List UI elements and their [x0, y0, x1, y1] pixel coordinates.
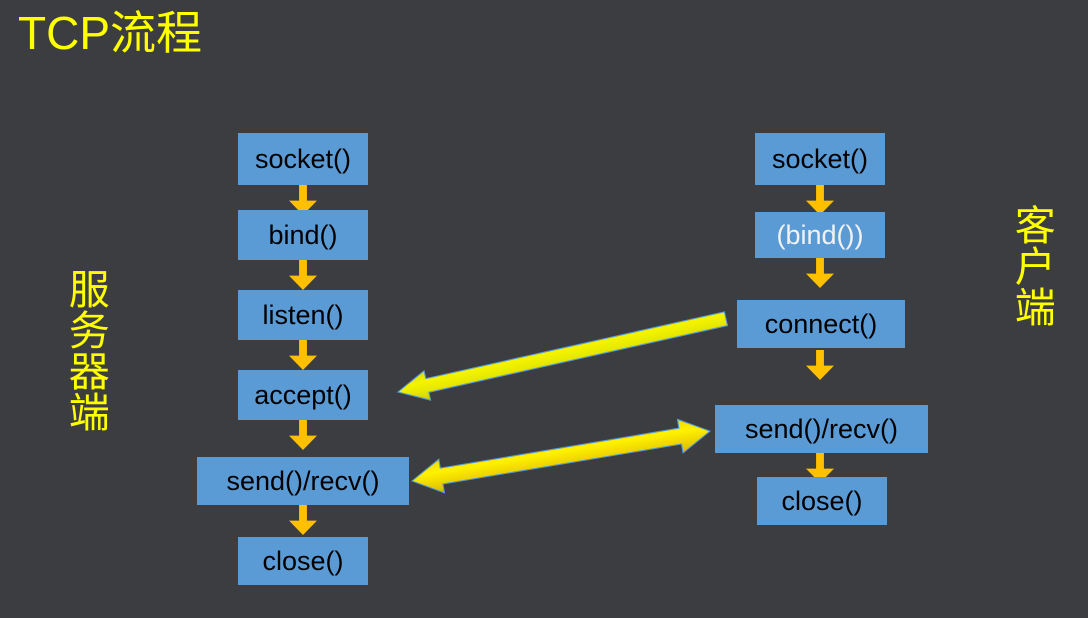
down-arrow-icon: [806, 350, 834, 380]
node-server-listen[interactable]: listen(): [238, 290, 368, 340]
down-arrow-icon: [289, 260, 317, 290]
down-arrow-icon: [806, 185, 834, 215]
node-server-accept[interactable]: accept(): [238, 370, 368, 420]
page-title: TCP流程: [18, 7, 202, 59]
down-arrow-icon: [289, 505, 317, 535]
node-client-connect[interactable]: connect(): [737, 300, 905, 348]
label-client-side: 客户端: [1007, 204, 1056, 327]
arrow-send-recv-exchange: [410, 418, 711, 494]
label-server-side: 服务器端: [61, 268, 110, 432]
node-server-socket[interactable]: socket(): [238, 133, 368, 185]
node-client-bind[interactable]: (bind()): [755, 212, 885, 258]
node-server-send-recv[interactable]: send()/recv(): [197, 457, 409, 505]
down-arrow-icon: [289, 340, 317, 370]
node-client-send-recv[interactable]: send()/recv(): [715, 405, 928, 453]
node-server-close[interactable]: close(): [238, 537, 368, 585]
down-arrow-icon: [289, 420, 317, 450]
node-client-socket[interactable]: socket(): [755, 133, 885, 185]
node-client-close[interactable]: close(): [757, 477, 887, 525]
arrow-connect-to-accept: [396, 311, 729, 401]
down-arrow-icon: [806, 258, 834, 288]
node-server-bind[interactable]: bind(): [238, 210, 368, 260]
